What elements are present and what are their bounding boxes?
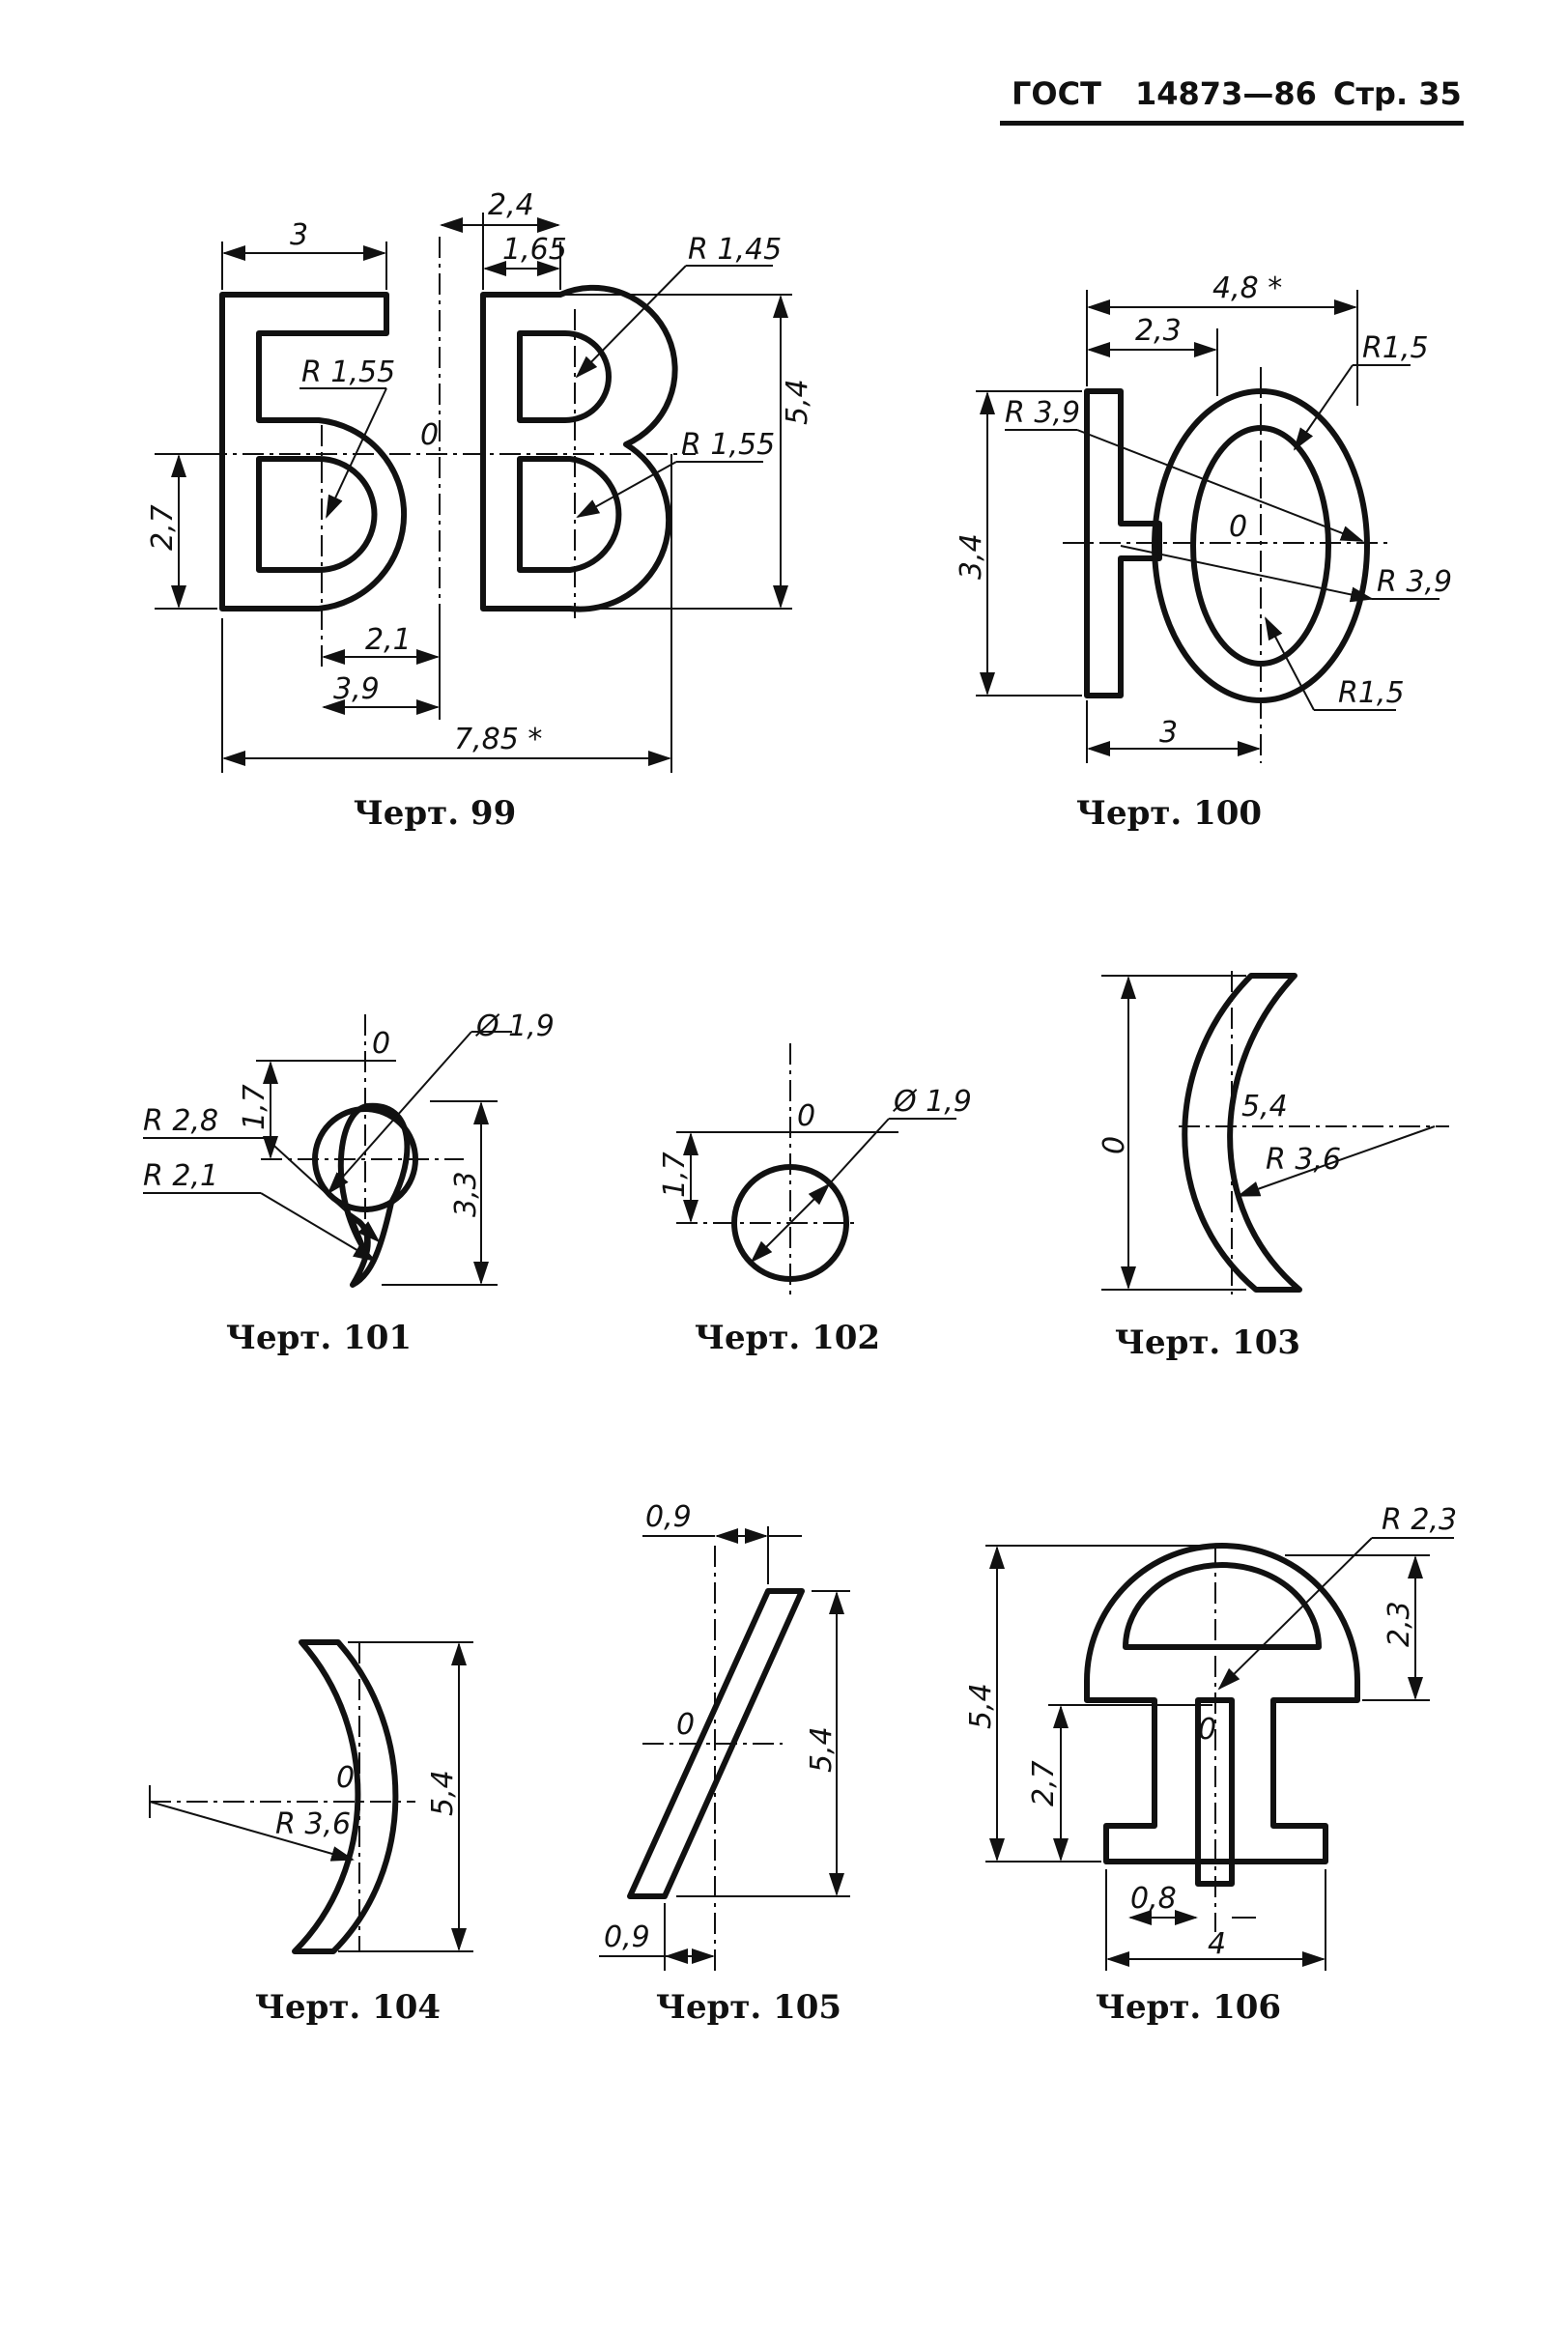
fig100-dim-3-4: 3,4: [955, 533, 988, 580]
figure-101: 0 Ø 1,9 1,7 R 2,8 3,3 R 2,1: [143, 1010, 555, 1288]
header-number: 14873—86: [1135, 75, 1317, 112]
fig99-zero: 0: [420, 418, 439, 452]
fig106-dim-r23: R 2,3: [1382, 1503, 1457, 1537]
fig106-dim-2-7: 2,7: [1027, 1760, 1061, 1806]
fig99-dim-3-9: 3,9: [333, 672, 380, 706]
mushroom-outline: [1084, 1543, 1360, 1864]
fig100-dim-r15-b: R1,5: [1338, 676, 1405, 710]
fig99-dim-r145: R 1,45: [688, 233, 782, 267]
fig102-zero: 0: [797, 1099, 815, 1133]
fig99-dim-2-1: 2,1: [365, 623, 412, 657]
caption-fig101: Черт. 101: [225, 1319, 413, 1357]
caption-fig100: Черт. 100: [1075, 794, 1263, 833]
left-bracket-outline: [1182, 973, 1302, 1293]
caption-fig106: Черт. 106: [1095, 1988, 1282, 2027]
fig99-dim-1-65: 1,65: [502, 233, 567, 267]
figure-106: R 2,3 2,3 5,4 0 2,7 0,8 4: [964, 1503, 1457, 1971]
fig106-dim-5-4: 5,4: [964, 1683, 998, 1729]
fig104-zero: 0: [336, 1761, 355, 1795]
mushroom-stem-inner: [1195, 1697, 1235, 1887]
fig100-dim-4-8: 4,8 *: [1212, 271, 1282, 305]
fig103-dim-r36: R 3,6: [1266, 1143, 1341, 1177]
caption-fig99: Черт. 99: [353, 794, 517, 833]
fig101-dim-r28: R 2,8: [143, 1104, 218, 1138]
fig100-dim-r39-b: R 3,9: [1377, 565, 1452, 599]
page-header: ГОСТ 14873—86 Стр. 35: [1000, 68, 1464, 126]
fig99-dim-2-7: 2,7: [146, 504, 180, 551]
fig100-zero: 0: [1229, 510, 1247, 544]
letter-ve-outline: [480, 284, 678, 612]
header-standard: ГОСТ: [1012, 75, 1101, 112]
fig105-dim-5-4: 5,4: [805, 1726, 839, 1773]
fig105-dim-0-9-top: 0,9: [645, 1500, 692, 1534]
fig101-zero: 0: [372, 1027, 390, 1061]
fig100-dim-r15-a: R1,5: [1362, 331, 1429, 365]
figure-102: 0 Ø 1,9 1,7: [658, 1043, 972, 1294]
figure-105: 0,9 0 5,4 0,9: [599, 1500, 850, 1971]
fig103-zero: 5,4: [1241, 1090, 1288, 1123]
fig100-dim-r39-a: R 3,9: [1005, 396, 1080, 430]
figure-99: 3 2,4 1,65 R 1,45 R 1,55 0 R 1,55 5,4 2,…: [146, 188, 814, 773]
caption-fig104: Черт. 104: [254, 1988, 442, 2027]
fig100-dim-2-3: 2,3: [1135, 314, 1182, 348]
fig106-dim-4: 4: [1208, 1927, 1226, 1961]
fig105-dim-0-9-bottom: 0,9: [604, 1920, 650, 1954]
caption-fig105: Черт. 105: [655, 1988, 842, 2027]
fig102-dim-dia19: Ø 1,9: [892, 1085, 972, 1119]
figure-100: 4,8 * 2,3 R1,5 R 3,9 0 3,4 R 3,9 R1,5 3: [955, 271, 1452, 763]
fig101-dim-3-3: 3,3: [449, 1171, 483, 1217]
fig99-dim-r155-a: R 1,55: [301, 355, 395, 389]
figure-104: 0 R 3,6 5,4: [149, 1639, 473, 1954]
fig103-dim-5-4: 0: [1098, 1136, 1131, 1154]
caption-fig103: Черт. 103: [1114, 1323, 1301, 1362]
letter-yu-outline: [1084, 388, 1162, 698]
fig105-zero: 0: [676, 1708, 695, 1742]
fig102-dim-1-7: 1,7: [658, 1152, 692, 1198]
letter-be-outline: [219, 292, 408, 611]
fig99-dim-2-4: 2,4: [488, 188, 534, 222]
caption-fig102: Черт. 102: [694, 1319, 881, 1357]
fig104-dim-5-4: 5,4: [426, 1770, 460, 1816]
fig101-dim-r21: R 2,1: [143, 1159, 218, 1193]
fig106-dim-2-3: 2,3: [1383, 1601, 1416, 1647]
fig99-dim-7-85: 7,85 *: [454, 723, 542, 756]
comma-shape-outline: [337, 1102, 411, 1288]
mushroom-cap-inner: [1123, 1562, 1322, 1650]
fig100-dim-3: 3: [1159, 716, 1178, 750]
right-bracket-outline: [292, 1639, 399, 1954]
header-page: Стр. 35: [1333, 75, 1462, 112]
fig106-zero: 0: [1198, 1713, 1216, 1747]
fig106-dim-0-8: 0,8: [1130, 1882, 1177, 1916]
fig99-dim-3: 3: [290, 218, 308, 252]
fig99-dim-r155-b: R 1,55: [681, 428, 775, 462]
slash-outline: [627, 1588, 805, 1899]
fig104-dim-r36: R 3,6: [275, 1807, 351, 1841]
fig99-dim-5-4: 5,4: [781, 379, 814, 425]
fig101-dim-1-7: 1,7: [238, 1084, 271, 1130]
fig101-dim-dia19: Ø 1,9: [474, 1010, 555, 1043]
figure-103: 5,4 0 R 3,6: [1098, 971, 1449, 1294]
